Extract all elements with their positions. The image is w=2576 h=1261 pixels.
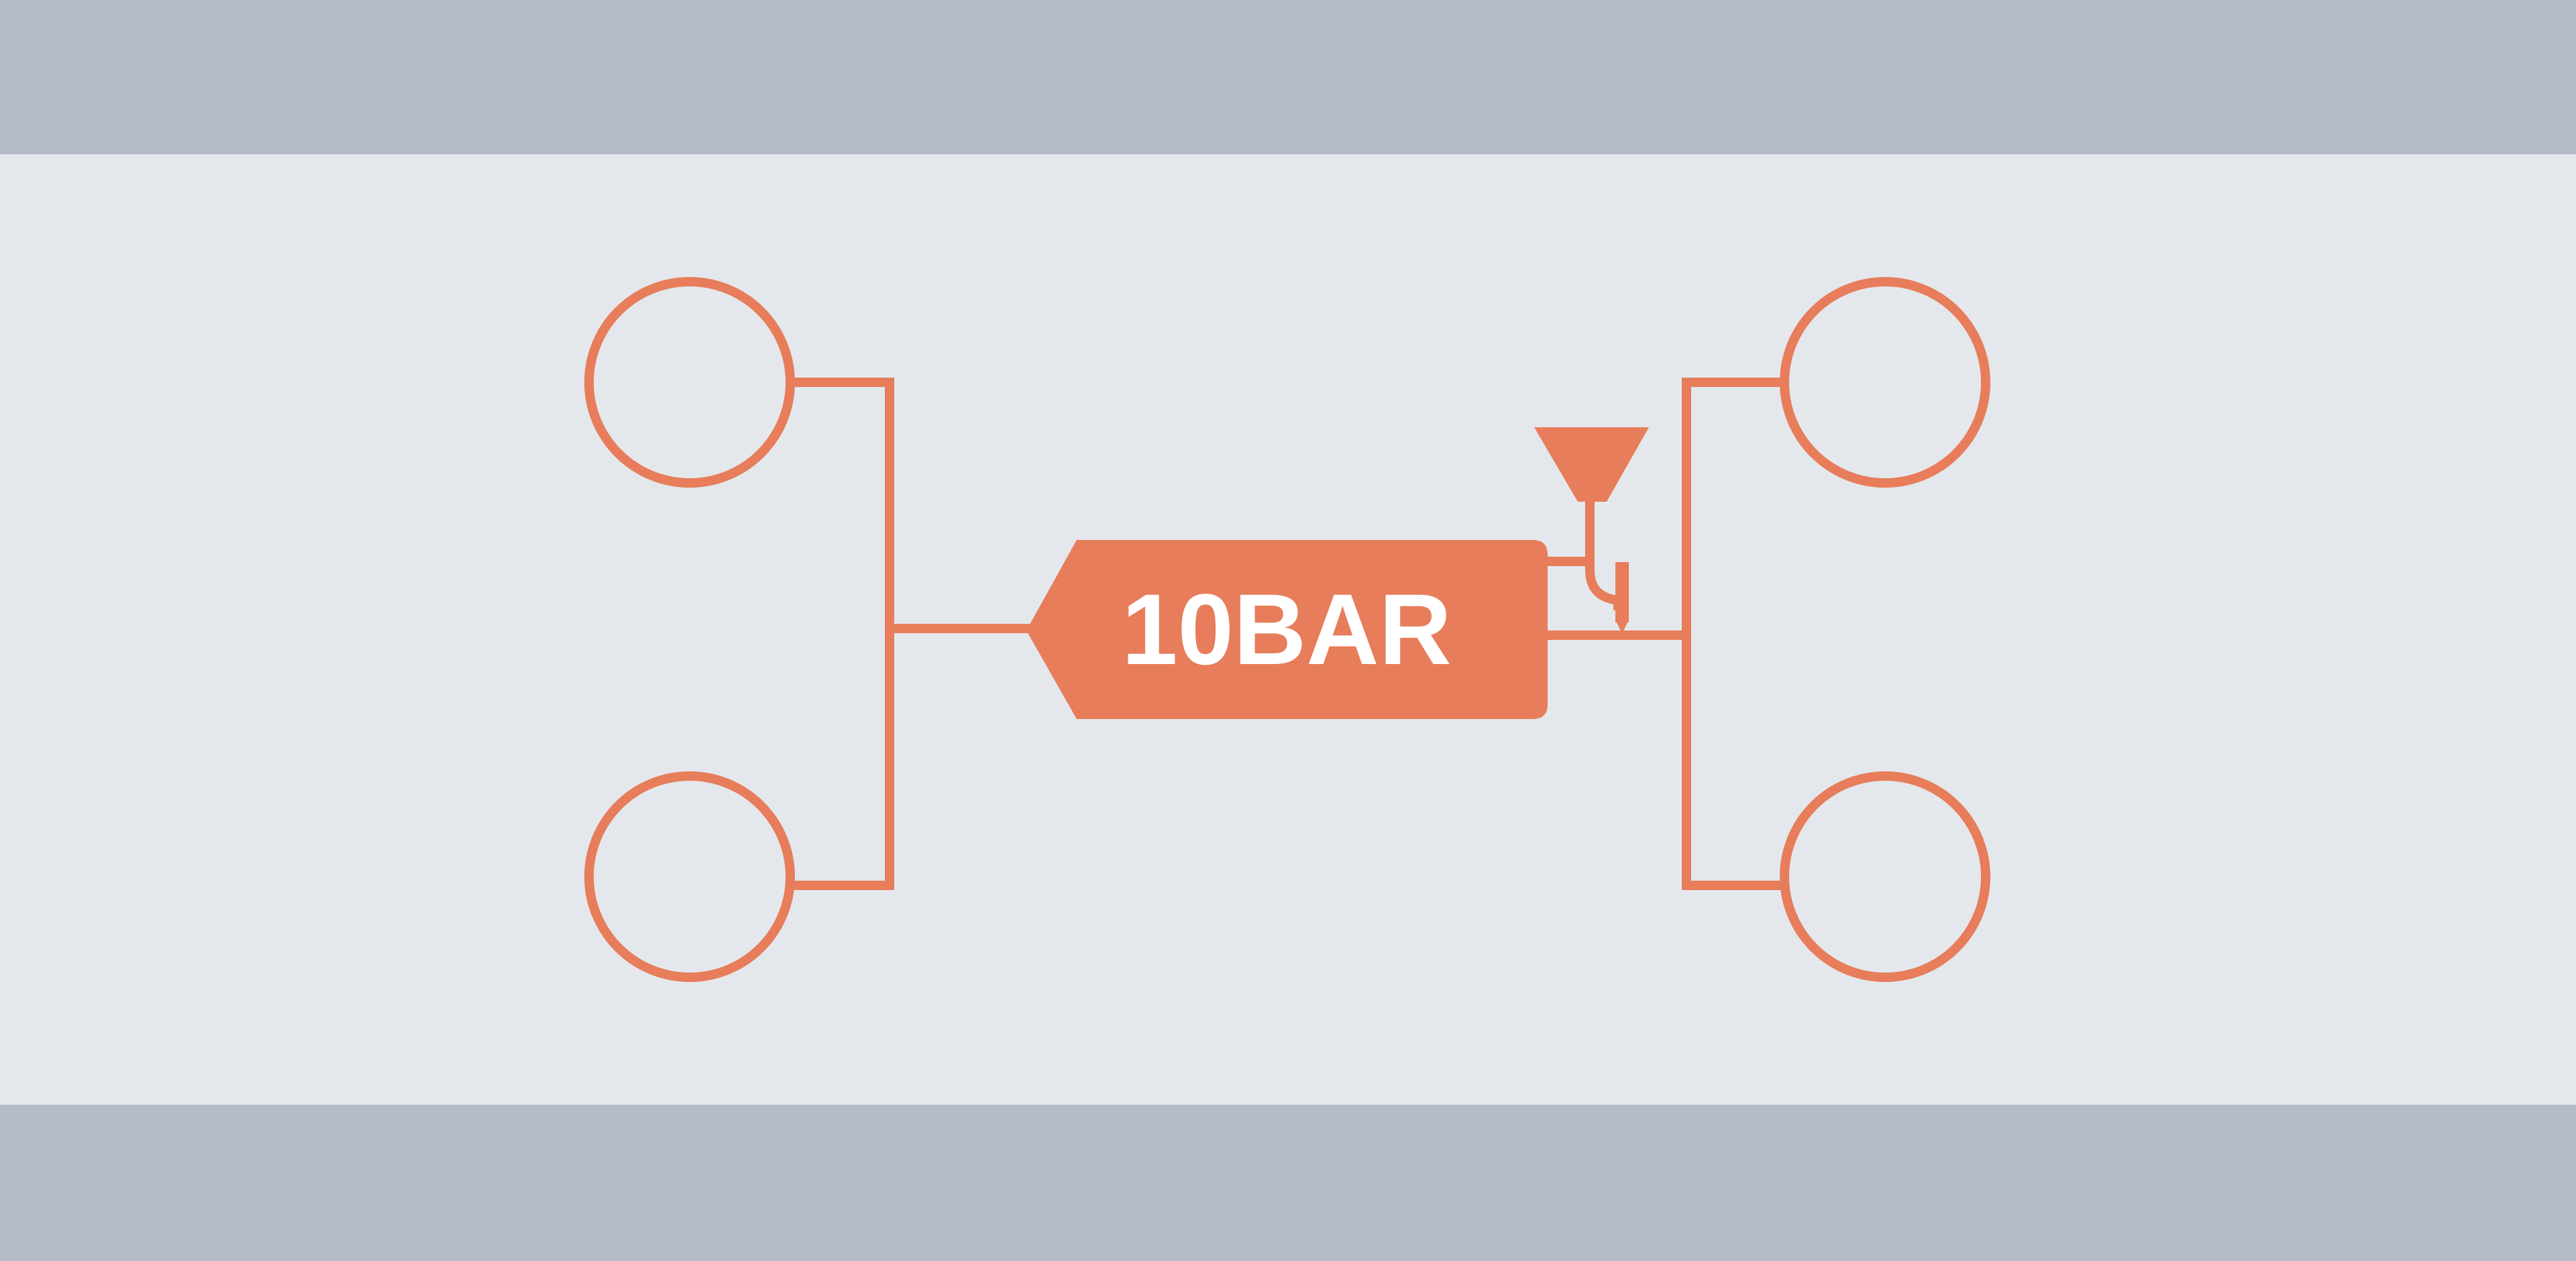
left-manifold-line (790, 378, 894, 890)
endpoint-bottom-left-icon (584, 771, 795, 982)
endpoint-top-left-icon (584, 277, 795, 488)
right-manifold-line (1682, 378, 1784, 890)
pressure-tank-icon (1026, 540, 1548, 719)
top-band (0, 0, 2576, 154)
funnel-icon (1534, 427, 1649, 502)
valve-body (1615, 562, 1629, 622)
endpoint-bottom-right-icon (1780, 771, 1990, 982)
bottom-band (0, 1105, 2576, 1261)
tank-label: 10BAR (1122, 573, 1452, 686)
valve-tip (1617, 622, 1627, 634)
valve-icon (1585, 569, 1623, 610)
endpoint-top-right-icon (1780, 277, 1990, 488)
